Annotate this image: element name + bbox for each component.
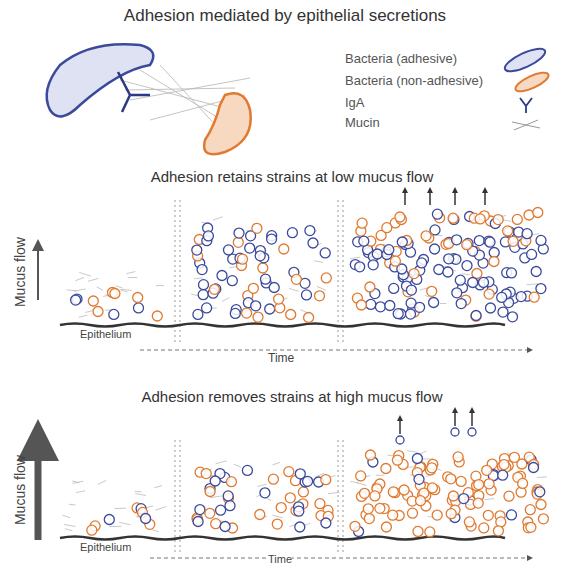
time-arrow	[150, 558, 530, 559]
epithelium-line	[60, 324, 505, 327]
time-arrow	[140, 350, 530, 351]
divider	[338, 200, 339, 345]
iga-antibody	[118, 72, 150, 112]
axis-label: Time	[268, 352, 294, 366]
divider	[343, 200, 344, 345]
axis-label: Mucus flow	[12, 237, 28, 307]
divider	[343, 440, 344, 555]
legend-text: Bacteria (adhesive)	[345, 52, 457, 67]
structure-label: Epithelium	[80, 541, 131, 554]
non-adhesive-bacterium	[204, 93, 251, 154]
axis-label: Mucus flow	[12, 455, 28, 525]
divider	[175, 200, 176, 345]
legend-text: IgA	[345, 96, 365, 111]
legend-samples	[502, 44, 551, 130]
divider	[338, 440, 339, 555]
structure-label: Epithelium	[80, 328, 131, 341]
flow-arrow	[37, 245, 39, 300]
section-heading: Adhesion retains strains at low mucus fl…	[151, 168, 434, 185]
legend-text: Bacteria (non-adhesive)	[345, 74, 483, 89]
legend-text: Mucin	[345, 116, 380, 131]
epithelium-line	[60, 537, 505, 540]
flow-arrow	[35, 440, 42, 540]
divider	[180, 200, 181, 345]
section-heading: Adhesion removes strains at high mucus f…	[142, 388, 443, 405]
adhesive-bacterium	[47, 44, 154, 116]
bacteria-population	[63, 190, 549, 537]
axis-label: Time	[268, 553, 292, 566]
diagram-title: Adhesion mediated by epithelial secretio…	[124, 6, 446, 26]
